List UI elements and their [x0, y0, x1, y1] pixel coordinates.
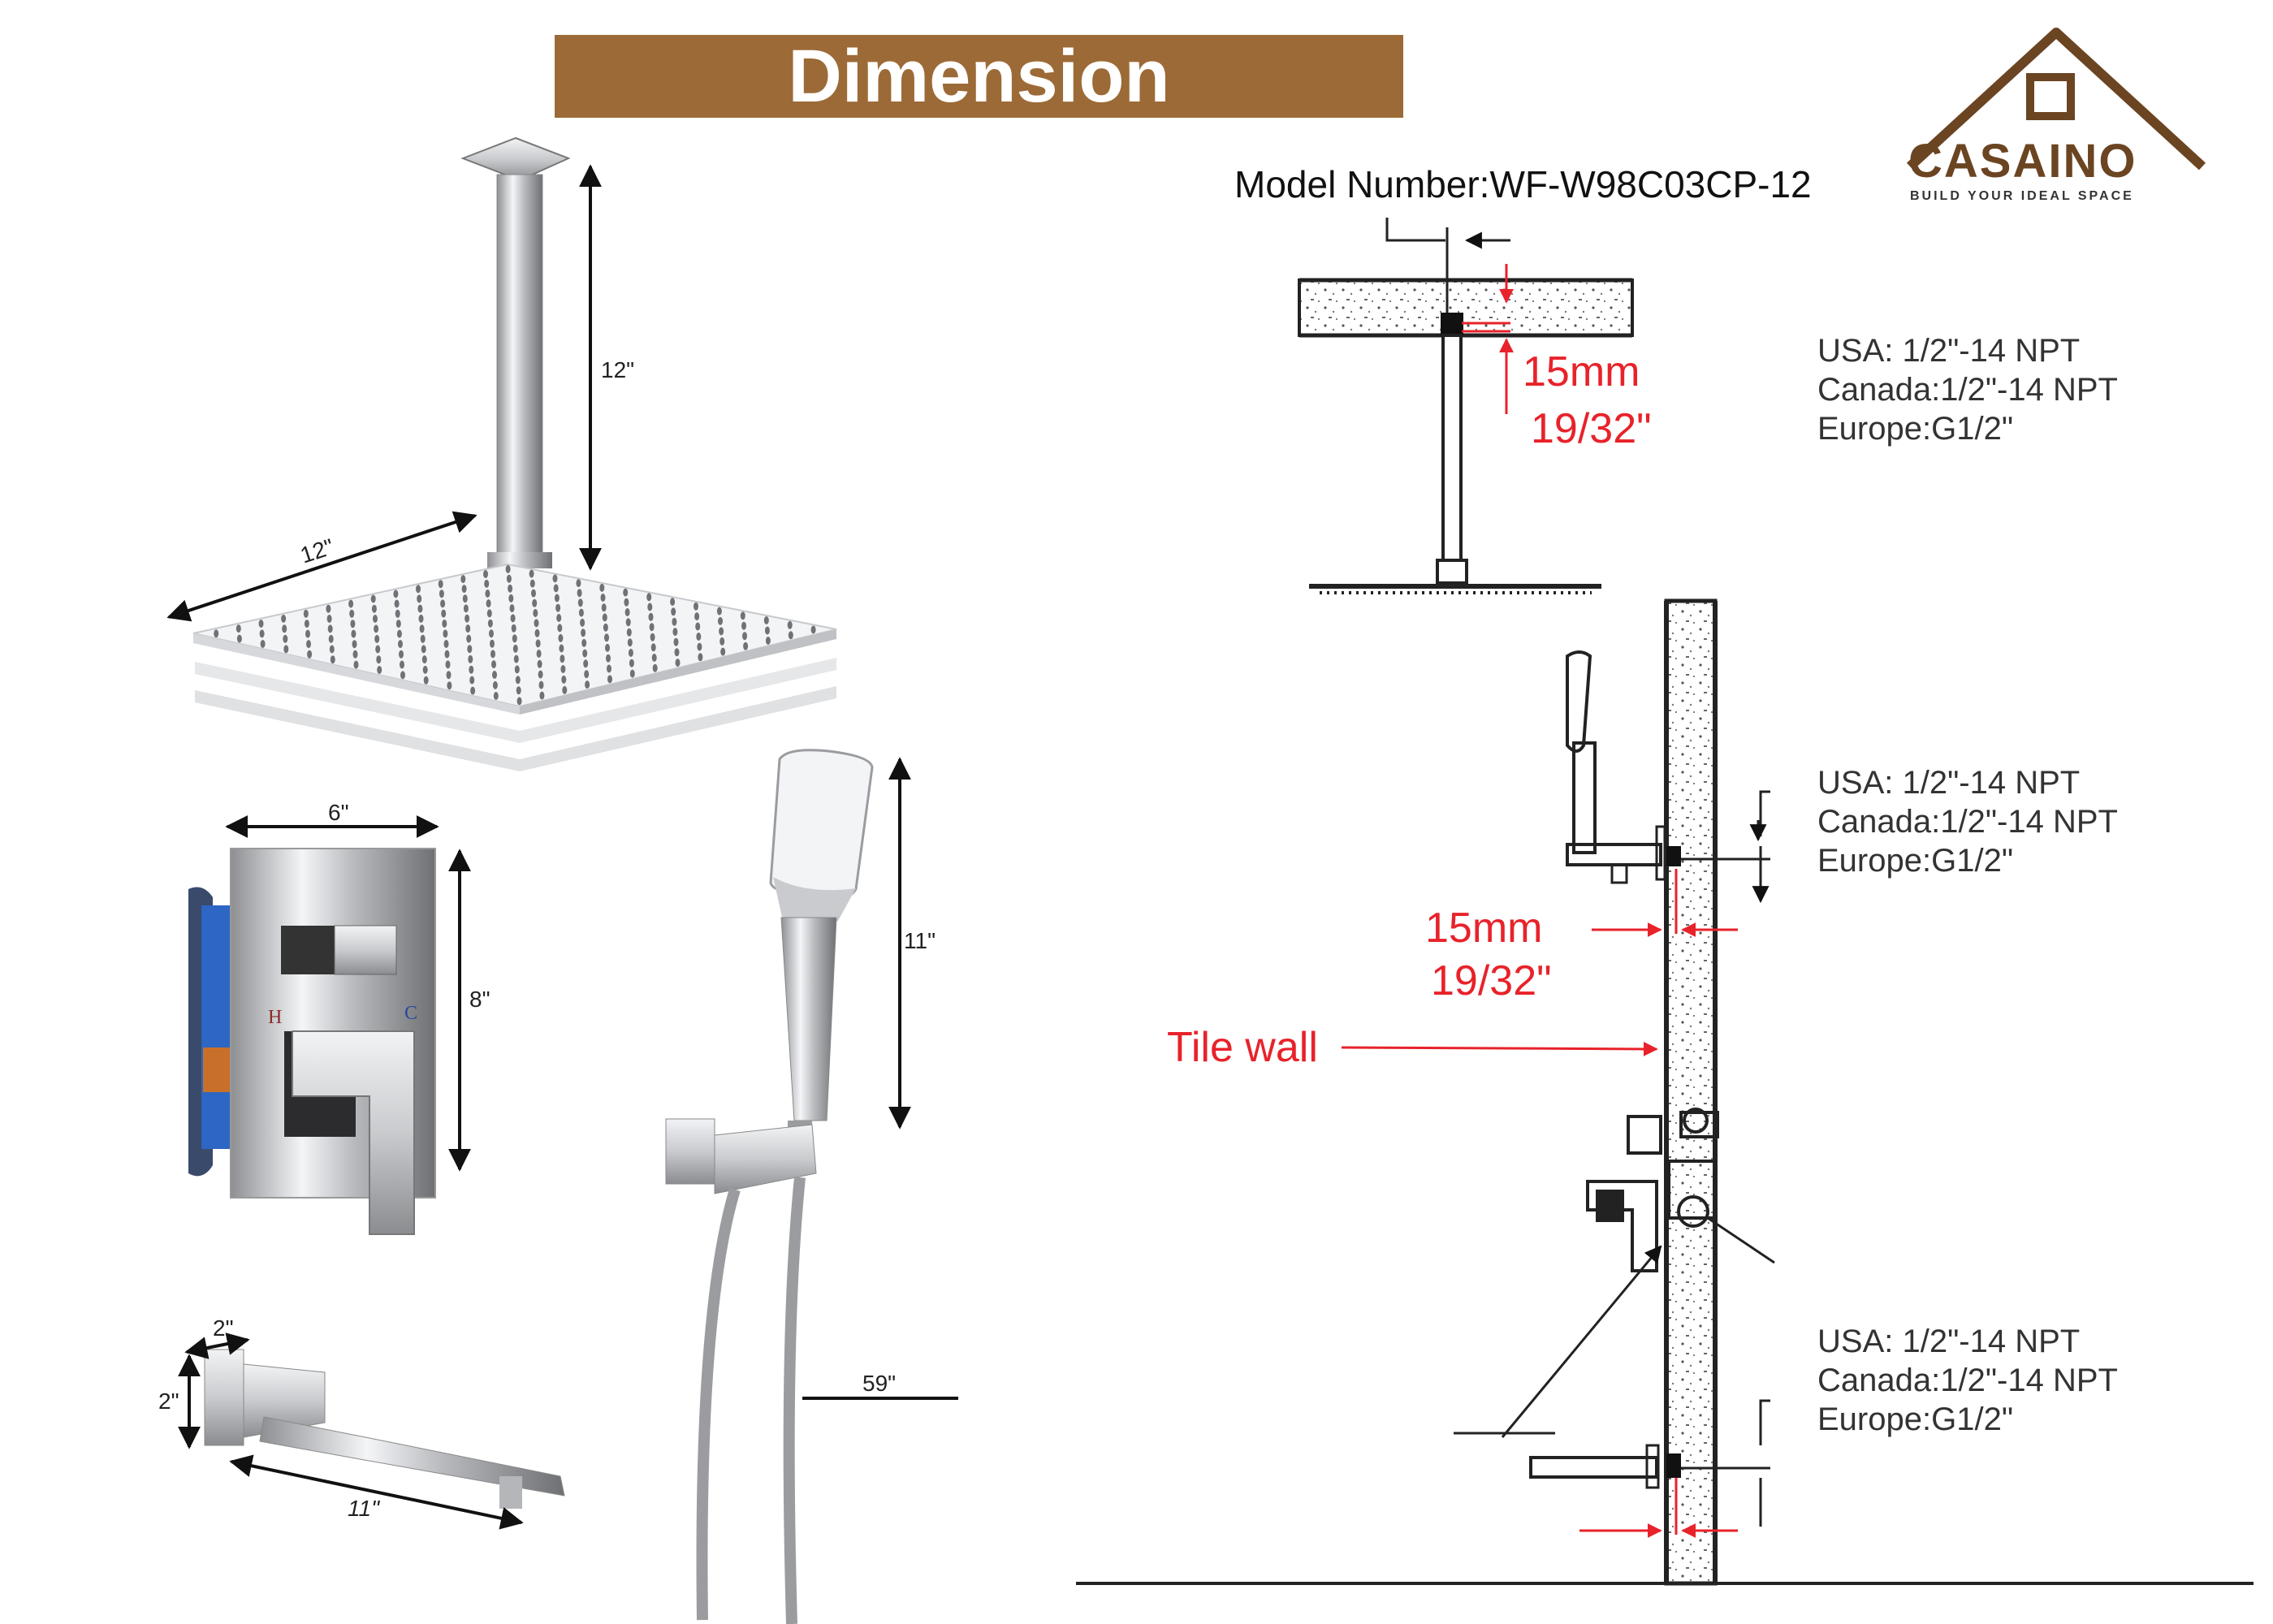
- spout-width-dimension-line: [184, 1332, 250, 1359]
- ceiling-install-diagram: [1298, 218, 1634, 594]
- brand-tagline: BUILD YOUR IDEAL SPACE: [1910, 189, 2134, 203]
- page-title: Dimension: [788, 35, 1170, 118]
- model-number: Model Number:WF-W98C03CP-12: [1234, 163, 1812, 205]
- ceiling-spec-canada: Canada:1/2"-14 NPT: [1817, 372, 2118, 408]
- hose-length-label: 59": [862, 1371, 897, 1396]
- hot-mark: H: [268, 1007, 283, 1028]
- ceiling-spec-europe: Europe:G1/2": [1817, 411, 2014, 447]
- arm-height-label: 12": [601, 357, 635, 382]
- wall-depth-in: 19/32": [1431, 957, 1552, 1004]
- valve-height-label: 8": [469, 987, 490, 1012]
- cold-mark: C: [404, 1003, 418, 1024]
- head-width-dimension-line: [166, 511, 478, 622]
- wall-install-diagram: [1076, 598, 2254, 1586]
- tub-spout-illustration: [204, 1349, 565, 1509]
- wall-spec-1-europe: Europe:G1/2": [1817, 843, 2014, 879]
- spout-height-label: 2": [158, 1389, 179, 1414]
- spout-length-dimension-line: [229, 1454, 524, 1530]
- ceiling-depth-mm: 15mm: [1523, 348, 1640, 395]
- wall-spec-1-canada: Canada:1/2"-14 NPT: [1817, 804, 2118, 840]
- ceiling-spec-usa: USA: 1/2"-14 NPT: [1817, 333, 2081, 369]
- spout-length-label: 11": [348, 1496, 380, 1521]
- wall-spec-2-usa: USA: 1/2"-14 NPT: [1817, 1324, 2081, 1359]
- ceiling-depth-in: 19/32": [1531, 405, 1652, 452]
- wall-spec-1-usa: USA: 1/2"-14 NPT: [1817, 765, 2081, 801]
- wall-spec-2-europe: Europe:G1/2": [1817, 1402, 2014, 1437]
- tile-wall-label: Tile wall: [1167, 1024, 1318, 1071]
- spout-width-label: 2": [213, 1315, 234, 1341]
- wall-depth-mm: 15mm: [1425, 905, 1543, 952]
- mixing-valve-illustration: [188, 848, 436, 1235]
- handheld-shower-illustration: [665, 749, 874, 1624]
- wall-spec-2-canada: Canada:1/2"-14 NPT: [1817, 1363, 2118, 1398]
- brand-name: CASAINO: [1908, 135, 2137, 188]
- rain-shower-head-illustration: [192, 136, 837, 771]
- valve-width-label: 6": [328, 800, 349, 825]
- handheld-height-label: 11": [904, 928, 936, 953]
- title-banner: Dimension: [555, 35, 1403, 118]
